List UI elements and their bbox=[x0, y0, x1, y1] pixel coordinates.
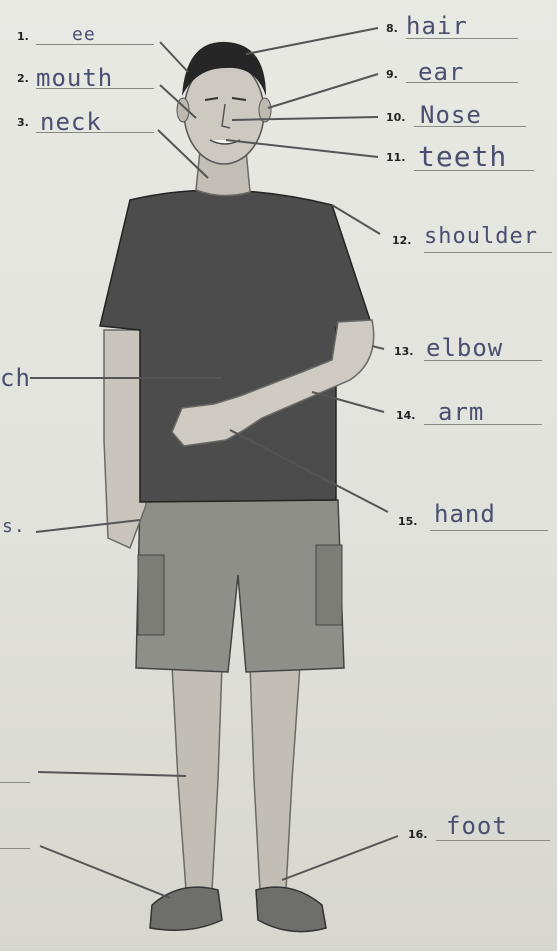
answer-1: ee bbox=[72, 24, 96, 45]
label-number-1: 1. bbox=[17, 30, 29, 43]
answer-line-11 bbox=[414, 170, 534, 171]
answer-line-16 bbox=[436, 840, 550, 841]
label-number-2: 2. bbox=[17, 72, 29, 85]
answer-line-3 bbox=[36, 132, 154, 133]
answer-16: foot bbox=[446, 812, 508, 840]
answer-line-1 bbox=[36, 44, 154, 45]
answer-line-13 bbox=[424, 360, 542, 361]
answer-fragment-stomach: ch bbox=[0, 364, 31, 392]
answer-line-12 bbox=[424, 252, 552, 253]
answer-8: hair bbox=[406, 12, 468, 40]
answer-line-ankle bbox=[0, 848, 30, 849]
answer-line-14 bbox=[424, 424, 542, 425]
label-number-15: 15. bbox=[398, 515, 418, 528]
answer-10: Nose bbox=[420, 101, 482, 129]
answer-line-10 bbox=[414, 126, 526, 127]
label-number-9: 9. bbox=[386, 68, 398, 81]
answer-fragment-fingers: s. bbox=[2, 516, 26, 537]
label-number-8: 8. bbox=[386, 22, 398, 35]
label-number-14: 14. bbox=[396, 409, 416, 422]
answer-11: teeth bbox=[418, 140, 507, 173]
label-number-12: 12. bbox=[392, 234, 412, 247]
answer-line-leg bbox=[0, 782, 30, 783]
answer-13: elbow bbox=[426, 334, 503, 362]
answer-15: hand bbox=[434, 500, 496, 528]
answer-line-15 bbox=[430, 530, 548, 531]
label-number-11: 11. bbox=[386, 151, 406, 164]
label-number-10: 10. bbox=[386, 111, 406, 124]
answer-line-9 bbox=[406, 82, 518, 83]
label-number-16: 16. bbox=[408, 828, 428, 841]
answer-line-8 bbox=[406, 38, 518, 39]
label-number-3: 3. bbox=[17, 116, 29, 129]
label-number-13: 13. bbox=[394, 345, 414, 358]
answer-12: shoulder bbox=[424, 224, 538, 249]
answer-14: arm bbox=[438, 398, 484, 426]
answer-line-2 bbox=[36, 88, 154, 89]
